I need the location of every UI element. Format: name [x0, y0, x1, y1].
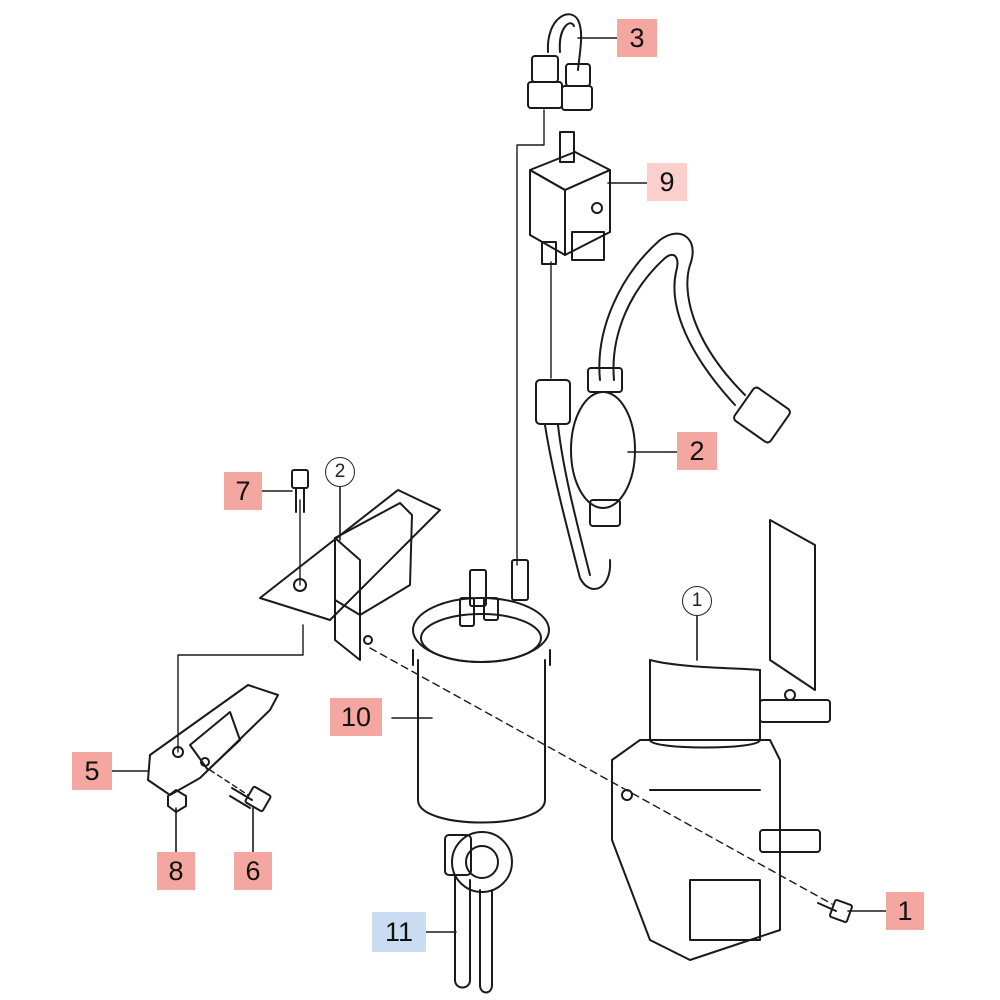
screw-1[interactable]: [817, 899, 853, 923]
callout-label: 8: [168, 855, 184, 886]
callout-label: 1: [897, 895, 913, 926]
callout-2[interactable]: 2: [677, 432, 717, 470]
callout-6[interactable]: 6: [234, 852, 272, 890]
bolt-7[interactable]: [291, 469, 309, 513]
assembly-lines: [177, 109, 833, 905]
ref-circle-label: 2: [334, 461, 346, 482]
callout-10[interactable]: 10: [330, 698, 382, 736]
callout-label: 9: [659, 166, 675, 197]
ref-circle-label: 1: [691, 590, 703, 611]
callout-8[interactable]: 8: [157, 852, 195, 890]
mounting-bracket-upper[interactable]: [259, 489, 441, 661]
callout-9[interactable]: 9: [647, 163, 687, 201]
water-sensor[interactable]: [444, 831, 513, 994]
ref-circle-2: 2: [325, 457, 355, 487]
callout-5[interactable]: 5: [72, 752, 112, 790]
callout-label: 11: [384, 916, 414, 947]
callout-11[interactable]: 11: [372, 912, 426, 952]
callout-3[interactable]: 3: [617, 19, 657, 57]
fuel-filter[interactable]: [412, 559, 551, 824]
callout-label: 10: [340, 701, 372, 732]
callout-label: 2: [689, 435, 705, 466]
filter-holder-bracket[interactable]: [611, 519, 831, 961]
primer-pump[interactable]: [535, 232, 791, 590]
callout-label: 7: [235, 475, 251, 506]
callout-label: 3: [629, 22, 645, 53]
callout-1[interactable]: 1: [886, 892, 924, 930]
ref-circle-1: 1: [682, 586, 712, 616]
valve-block[interactable]: [529, 131, 611, 265]
bracket-5[interactable]: [147, 684, 279, 796]
nut-8[interactable]: [167, 789, 187, 813]
bolt-6[interactable]: [229, 785, 272, 813]
callout-7[interactable]: 7: [224, 472, 262, 510]
callout-label: 6: [245, 855, 261, 886]
leader-lines: [111, 37, 894, 933]
callout-label: 5: [84, 755, 100, 786]
quick-connector-hose[interactable]: [527, 13, 593, 111]
